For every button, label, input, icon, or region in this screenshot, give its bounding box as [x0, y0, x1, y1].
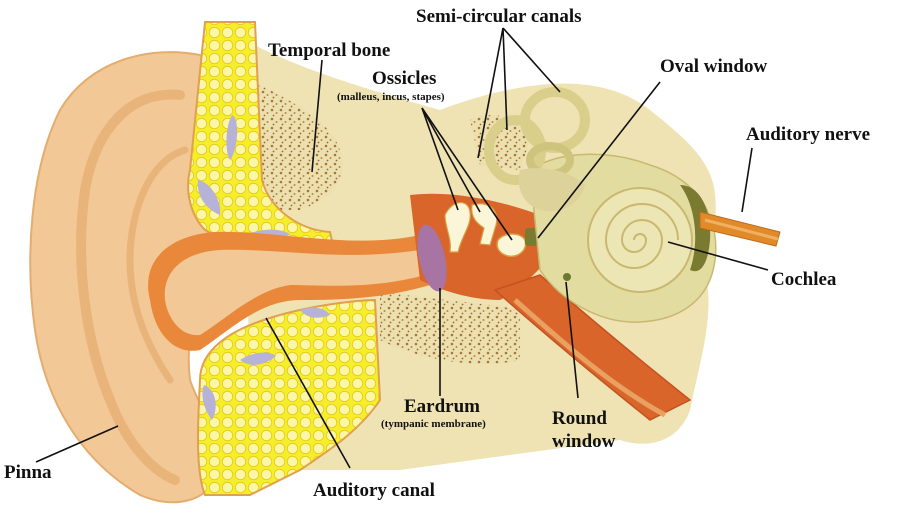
label-round-window-1: Round: [552, 408, 607, 429]
label-pinna: Pinna: [4, 462, 52, 483]
oval-window-shape: [525, 228, 537, 246]
label-round-window-2: window: [552, 431, 616, 452]
label-ossicles-sub: (malleus, incus, stapes): [337, 91, 445, 103]
label-eardrum: Eardrum: [404, 396, 480, 417]
label-eardrum-sub: (tympanic membrane): [381, 418, 486, 430]
label-cochlea: Cochlea: [771, 269, 837, 290]
ossicle-stapes: [497, 234, 525, 256]
label-semicircular-canals: Semi-circular canals: [416, 6, 582, 27]
label-auditory-canal: Auditory canal: [313, 480, 435, 501]
leader-auditory-nerve: [742, 148, 752, 212]
label-temporal-bone: Temporal bone: [268, 40, 390, 61]
label-auditory-nerve: Auditory nerve: [746, 124, 870, 145]
label-ossicles: Ossicles: [372, 68, 436, 89]
leader-semicircular-3: [503, 28, 560, 92]
round-window-shape: [563, 273, 571, 281]
label-oval-window: Oval window: [660, 56, 767, 77]
